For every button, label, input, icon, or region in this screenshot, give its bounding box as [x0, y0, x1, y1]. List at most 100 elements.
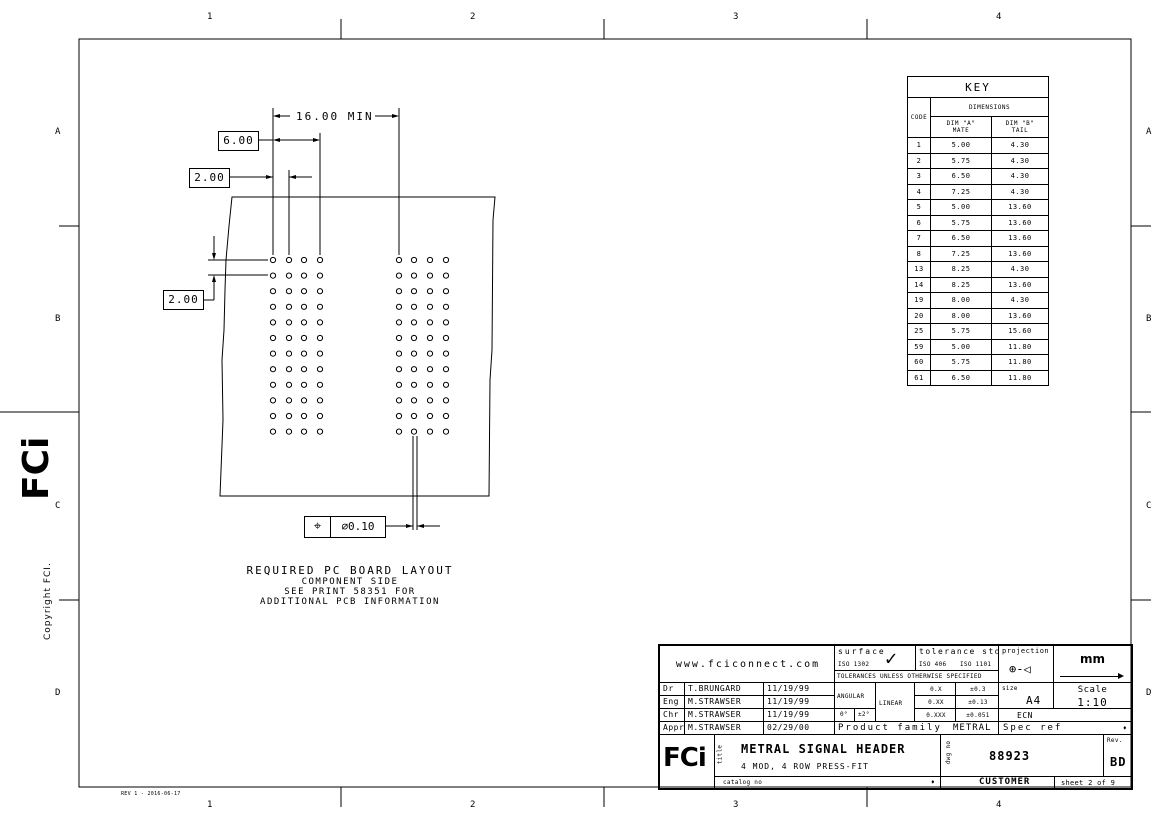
- approval-role: Chr: [663, 710, 679, 719]
- pin-hole: [442, 381, 450, 388]
- title-cell: title METRAL SIGNAL HEADER 4 MOD, 4 ROW …: [714, 734, 941, 777]
- product-family-label: Product family: [838, 723, 942, 733]
- position-tolerance-icon: ⌖: [305, 517, 331, 537]
- key-cell-b: 11.80: [991, 338, 1049, 355]
- pin-hole: [285, 319, 293, 326]
- key-dimensions-header: DIMENSIONS: [930, 97, 1049, 117]
- copyright-text: Copyright FCI.: [43, 562, 53, 640]
- key-title: KEY: [907, 76, 1049, 98]
- key-cell-b: 15.60: [991, 323, 1049, 340]
- pin-hole: [269, 303, 277, 310]
- linear-f-value: 0.XX: [928, 699, 944, 706]
- key-cell-b: 13.60: [991, 214, 1049, 231]
- key-cell-a: 6.50: [930, 369, 992, 386]
- pin-hole: [285, 272, 293, 279]
- pin-hole: [442, 350, 450, 357]
- approval-date-cell: 11/19/99: [763, 695, 835, 709]
- key-cell-code: 14: [907, 276, 931, 293]
- pin-hole: [410, 428, 418, 435]
- pin-hole: [316, 334, 324, 342]
- pin-hole: [285, 366, 293, 373]
- key-cell-code: 7: [907, 230, 931, 247]
- pin-hole: [269, 319, 277, 326]
- key-cell-a: 8.00: [930, 307, 992, 324]
- approval-name-cell: M.STRAWSER: [684, 695, 764, 709]
- key-dim-a-header: DIM "A"MATE: [930, 116, 992, 138]
- pin-hole: [285, 350, 293, 357]
- surface-check-icon: ✓: [885, 646, 899, 670]
- approval-date-cell: 11/19/99: [763, 682, 835, 696]
- key-cell-a: 5.75: [930, 152, 992, 169]
- tolerance-unless-text: TOLERANCES UNLESS OTHERWISE SPECIFIED: [837, 673, 982, 680]
- pin-hole: [410, 303, 418, 310]
- approval-role-cell: Dr: [659, 682, 685, 696]
- zone-col-2-top: 2: [470, 12, 477, 22]
- key-cell-code: 2: [907, 152, 931, 169]
- key-cell-b: 13.60: [991, 245, 1049, 262]
- linear-f-cell: 0.X: [914, 682, 956, 696]
- sheet-label: sheet 2 of 9: [1061, 779, 1116, 787]
- pin-hole: [285, 397, 293, 404]
- product-family-cell: Product family METRAL: [834, 721, 999, 735]
- approval-name-cell: T.BRUNGARD: [684, 682, 764, 696]
- linear-f-value: 0.X: [930, 686, 942, 693]
- zone-row-c-right: C: [1146, 501, 1153, 511]
- drawing-subtitle: 4 MOD, 4 ROW PRESS-FIT: [741, 762, 869, 771]
- approval-role-cell: Chr: [659, 708, 685, 722]
- approval-date: 02/29/00: [767, 723, 810, 732]
- angular-label: ANGULAR: [837, 693, 865, 700]
- key-cell-code: 6: [907, 214, 931, 231]
- approval-role: Appr: [663, 723, 685, 732]
- pin-hole: [269, 350, 277, 357]
- linear-label: LINEAR: [879, 700, 903, 707]
- pin-hole: [395, 334, 403, 342]
- pin-hole: [316, 272, 324, 279]
- logo-cell: FCi: [659, 734, 715, 789]
- dim-16-min: 16.00 MIN: [296, 110, 374, 123]
- key-cell-code: 13: [907, 261, 931, 278]
- size-cell: size A4: [998, 682, 1054, 709]
- size-label: size: [1002, 685, 1018, 692]
- approval-role: Eng: [663, 697, 679, 706]
- catalog-marker: ♦: [931, 779, 935, 786]
- pin-hole: [300, 288, 308, 295]
- pin-hole: [269, 412, 277, 420]
- zone-col-1-bottom: 1: [207, 800, 214, 810]
- unit-cell: mm: [1053, 645, 1132, 683]
- approval-name: M.STRAWSER: [688, 710, 742, 719]
- linear-cell: LINEAR: [875, 682, 915, 722]
- spec-ref-marker: ♦: [1123, 725, 1127, 732]
- revision-footer: REV 1 - 2016-06-17: [121, 791, 181, 797]
- title-block-fci-logo: FCi: [663, 743, 707, 773]
- linear-t-cell: ±0.3: [955, 682, 999, 696]
- key-cell-b: 11.80: [991, 369, 1049, 386]
- pin-hole: [316, 412, 324, 420]
- customer-cell: CUSTOMER: [940, 776, 1055, 789]
- key-cell-b: 11.80: [991, 354, 1049, 371]
- pin-hole: [442, 428, 450, 435]
- pin-hole: [410, 256, 418, 264]
- unit-arrow-line: [1060, 676, 1120, 677]
- linear-t-value: ±0.051: [966, 712, 990, 719]
- angular-val2-cell: ±2°: [854, 708, 876, 722]
- pin-hole: [395, 366, 403, 373]
- pin-hole: [316, 366, 324, 373]
- title-block: www.fciconnect.com surface ISO 1302 ✓ to…: [658, 644, 1133, 790]
- pin-hole: [300, 412, 308, 420]
- surface-std: ISO 1302: [838, 661, 870, 668]
- pin-hole: [426, 319, 434, 326]
- pin-hole: [426, 397, 434, 404]
- scale-value: 1:10: [1077, 696, 1108, 709]
- zone-row-b-right: B: [1146, 314, 1153, 324]
- key-cell-code: 1: [907, 137, 931, 154]
- key-code-header: CODE: [907, 97, 931, 138]
- zone-col-4-top: 4: [996, 12, 1003, 22]
- dwg-no-label: dwg no: [945, 740, 953, 765]
- pin-hole: [442, 272, 450, 279]
- drawing-title: METRAL SIGNAL HEADER: [741, 742, 906, 756]
